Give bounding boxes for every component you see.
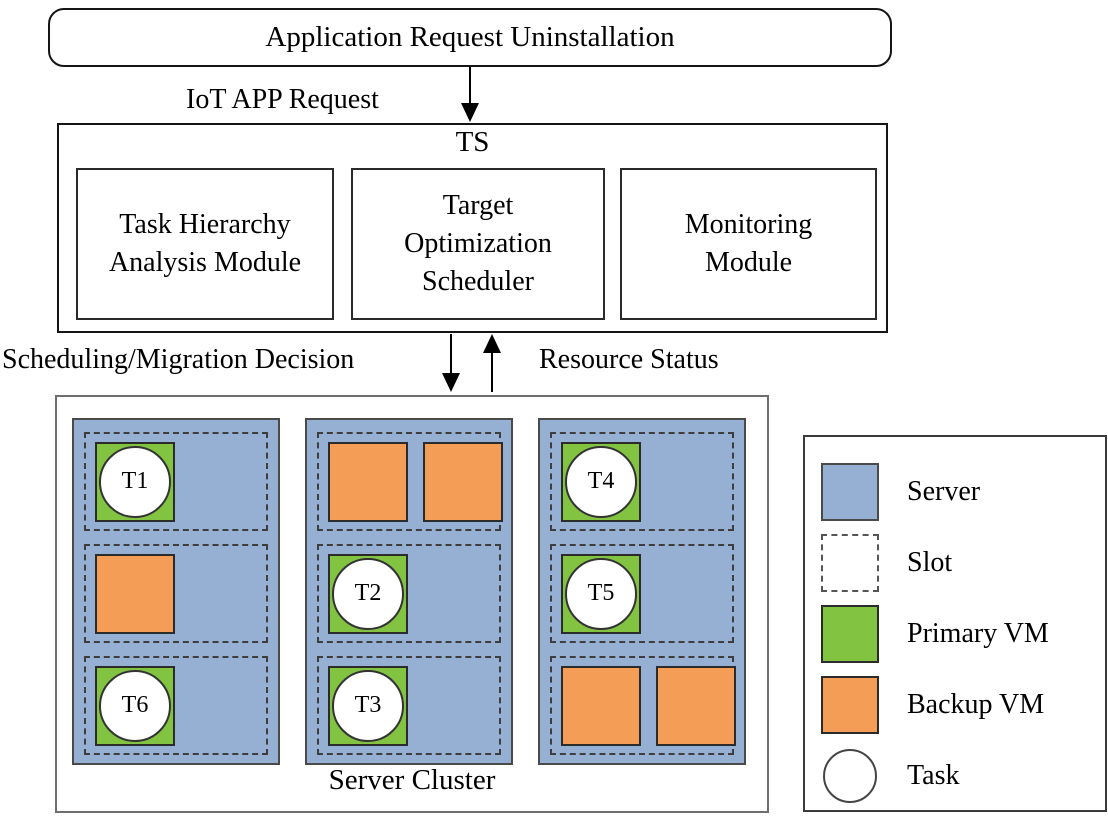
slot: T6 [84,656,268,755]
legend-row: Task [821,747,1105,805]
module-label: Monitoring Module [684,209,813,278]
slot [317,432,503,531]
task-label: T4 [587,468,615,494]
resource-status-label: Resource Status [539,344,719,375]
module-label: Target Optimization Scheduler [404,190,552,297]
server-cluster-label: Server Cluster [328,764,496,796]
decision-arrow-head-icon [442,373,460,392]
legend-item-label: Slot [907,547,953,578]
legend-item-label: Backup VM [907,689,1045,720]
legend-row: Slot [821,534,1105,592]
task-circle: T4 [565,445,637,518]
primary-vm: T2 [328,553,408,634]
legend-row: Primary VM [821,605,1105,663]
task-circle: T6 [99,669,171,742]
scheduling-migration-decision-label: Scheduling/Migration Decision [2,344,355,375]
ts-box: TS Task Hierarchy Analysis Module Target… [57,123,888,333]
slot [84,544,268,643]
slot: T2 [317,544,501,643]
slot: T1 [84,432,268,531]
decision-arrow-line [450,334,452,376]
request-arrow-head-icon [461,103,479,122]
task-circle: T3 [332,669,404,742]
task-circle: T5 [565,557,637,630]
task-label: T6 [121,692,149,718]
iot-app-request-label: IoT APP Request [186,84,379,115]
backup-vm [95,553,175,634]
target-optimization-scheduler-module: Target Optimization Scheduler [351,168,605,320]
request-arrow-line [469,67,471,105]
primary-vm: T6 [95,665,175,746]
task-label: T1 [121,468,149,494]
task-circle: T2 [332,557,404,630]
task-label: T2 [354,580,382,606]
backup-vm [328,441,408,522]
primary-vm: T3 [328,665,408,746]
slot: T3 [317,656,501,755]
task-label: T3 [354,692,382,718]
task-label: T5 [587,580,615,606]
legend-row: Server [821,463,1105,521]
status-arrow-line [491,351,493,392]
status-arrow-head-icon [483,334,501,353]
server-symbol [821,463,879,521]
task-hierarchy-analysis-module: Task Hierarchy Analysis Module [76,168,334,320]
backup-vm [561,665,641,746]
slot: T5 [550,544,734,643]
primary-vm-symbol [821,605,879,663]
primary-vm: T5 [561,553,641,634]
legend-item-label: Server [907,476,981,507]
legend-item-label: Task [907,760,960,791]
legend-item-label: Primary VM [907,618,1049,649]
monitoring-module: Monitoring Module [620,168,877,320]
application-request-uninstallation-label: Application Request Uninstallation [265,21,675,53]
backup-vm [656,665,736,746]
ts-title: TS [455,126,490,158]
primary-vm: T1 [95,441,175,522]
slot-symbol [821,534,879,592]
task-symbol [823,749,877,803]
task-circle: T1 [99,445,171,518]
legend-row: Backup VM [821,676,1105,734]
backup-vm [423,441,503,522]
module-label: Task Hierarchy Analysis Module [108,209,302,278]
slot: T4 [550,432,734,531]
primary-vm: T4 [561,441,641,522]
backup-vm-symbol [821,676,879,734]
slot [550,656,736,755]
application-request-uninstallation-node: Application Request Uninstallation [48,8,892,67]
